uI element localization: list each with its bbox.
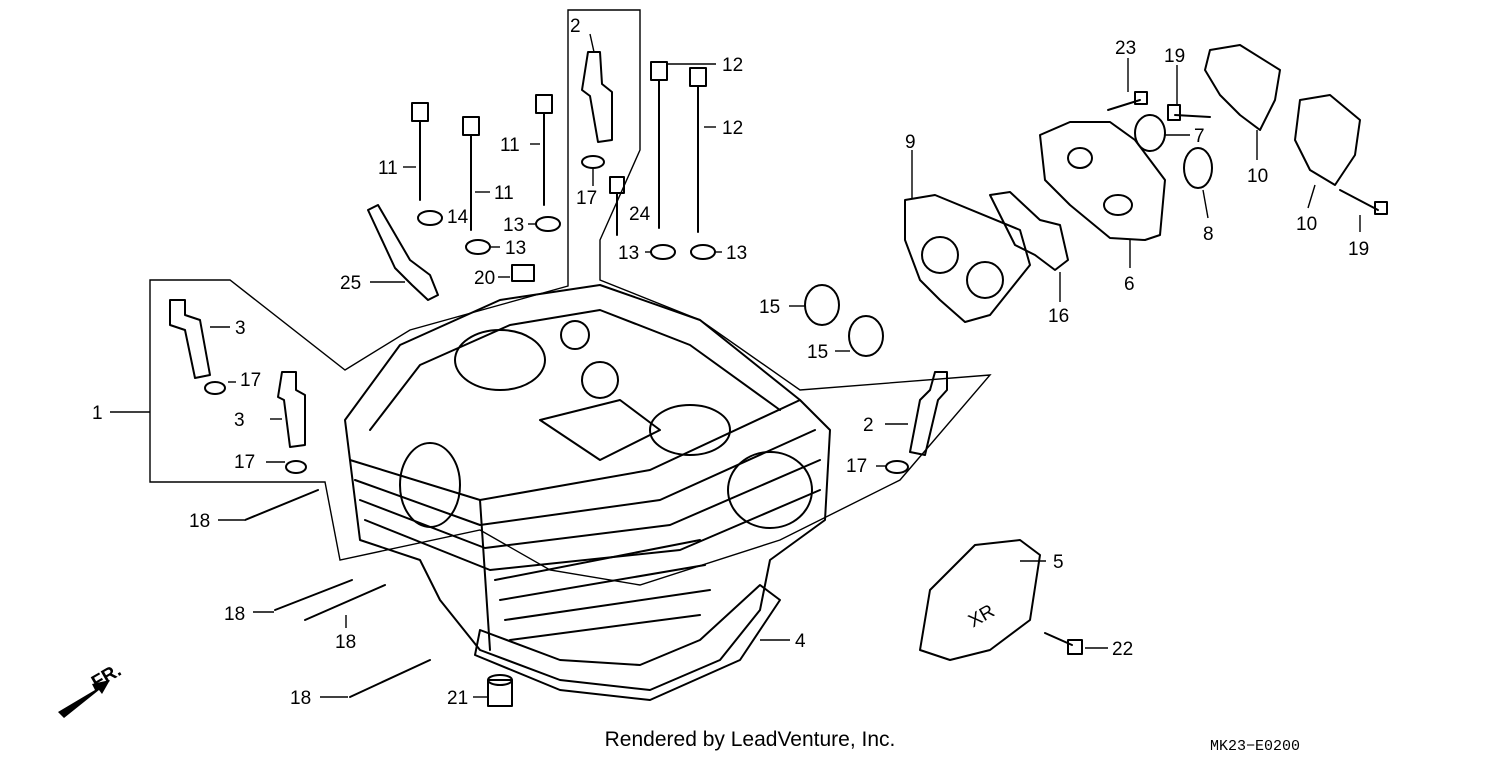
front-marker-label: FR. [88, 660, 125, 693]
callout-11: 11 [494, 183, 514, 204]
valve-guide-2b [885, 371, 948, 474]
callout-17: 17 [846, 456, 867, 477]
callout-21: 21 [447, 688, 468, 709]
callout-5: 5 [1053, 552, 1064, 573]
callout-18: 18 [189, 511, 210, 532]
callout-13: 13 [503, 215, 524, 236]
valve-guide-3a [169, 299, 226, 395]
callout-13: 13 [618, 243, 639, 264]
callout-17: 17 [240, 370, 261, 391]
callout-12: 12 [722, 55, 743, 76]
bolt-11 [411, 94, 553, 231]
callout-9: 9 [905, 132, 916, 153]
assembly-outline [149, 9, 992, 586]
ring-7 [1134, 114, 1166, 152]
callout-labels: 1 2 2 3 3 4 5 6 7 8 9 10 10 11 11 11 12 … [92, 16, 1369, 709]
callout-19: 19 [1164, 46, 1185, 67]
callout-24: 24 [629, 204, 651, 225]
cover-5: XR [919, 539, 1041, 661]
cylinder-head [344, 284, 831, 691]
callout-19: 19 [1348, 239, 1369, 260]
callout-25: 25 [340, 273, 361, 294]
gasket-16 [989, 191, 1069, 271]
callout-18: 18 [290, 688, 311, 709]
callout-3: 3 [234, 410, 245, 431]
bolt-19 [1167, 104, 1388, 215]
cap-8 [1183, 147, 1213, 189]
valve-guide-3b [277, 371, 307, 474]
callout-13: 13 [505, 238, 526, 259]
callout-18: 18 [335, 632, 356, 653]
callout-15: 15 [807, 342, 828, 363]
clamp-10 [1204, 44, 1361, 186]
callout-22: 22 [1112, 639, 1133, 660]
callout-17: 17 [234, 452, 255, 473]
bolt-24 [609, 176, 625, 236]
callout-6: 6 [1124, 274, 1135, 295]
callout-7: 7 [1194, 126, 1205, 147]
render-credit: Rendered by LeadVenture, Inc. [604, 728, 896, 751]
callout-17: 17 [576, 188, 597, 209]
callout-2: 2 [570, 16, 581, 37]
callout-14: 14 [447, 207, 469, 228]
stud-18 [244, 489, 431, 698]
valve-guide-2a [581, 51, 613, 169]
callout-4: 4 [795, 631, 806, 652]
callout-1: 1 [92, 403, 103, 424]
dowel-21 [487, 674, 513, 707]
manifold-6 [1039, 121, 1166, 241]
gasket-4 [474, 584, 781, 701]
callout-10: 10 [1247, 166, 1268, 187]
nut-20 [511, 264, 535, 282]
callout-2: 2 [863, 415, 874, 436]
callout-16: 16 [1048, 306, 1069, 327]
front-arrow-icon [58, 680, 110, 718]
callout-20: 20 [474, 268, 495, 289]
callout-12: 12 [722, 118, 743, 139]
bolt-23 [1107, 91, 1148, 111]
callout-11: 11 [378, 158, 398, 179]
callout-3: 3 [235, 318, 246, 339]
insulator-9 [904, 194, 1031, 323]
bolt-22 [1044, 632, 1083, 655]
cover-emblem-text: XR [965, 601, 998, 632]
callout-23: 23 [1115, 38, 1136, 59]
callout-8: 8 [1203, 224, 1214, 245]
callout-11: 11 [500, 135, 520, 156]
bolt-12 [650, 61, 707, 233]
o-ring-15 [804, 284, 884, 357]
diagram-code: MK23−E0200 [1210, 738, 1301, 755]
washer-14 [417, 210, 443, 226]
spark-plug-25 [367, 204, 439, 301]
callout-13: 13 [726, 243, 747, 264]
callout-18: 18 [224, 604, 245, 625]
callout-10: 10 [1296, 214, 1317, 235]
callout-15: 15 [759, 297, 780, 318]
